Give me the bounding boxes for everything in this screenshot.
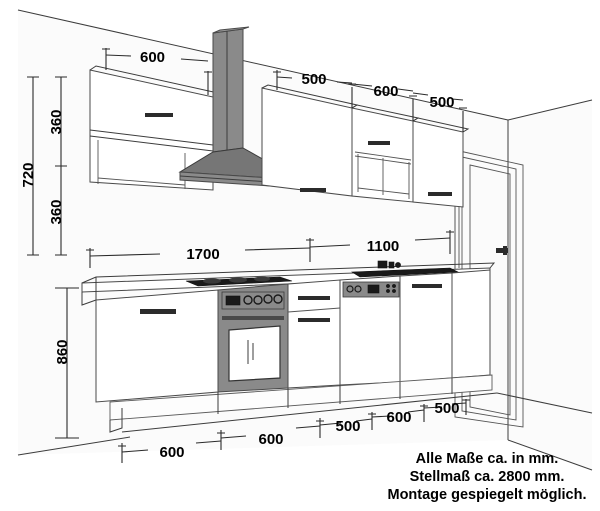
dim-label-720: 720 [20,162,37,187]
dishwasher-display-icon [367,284,380,294]
dimension-base-chain [118,399,470,463]
dim-label-base-600-b: 600 [258,431,283,448]
dimension-wall-top-left [102,48,212,95]
oven-knob-icon [243,295,253,305]
dim-label-600-top-left: 600 [140,49,165,66]
dim-label-860: 860 [54,339,71,364]
dishwasher-knob-icon [346,285,354,293]
dimension-wall-top-right [273,70,467,132]
drawer-handle-icon [298,318,330,322]
oven-knob-icon [263,294,273,304]
drawer-handle-icon [298,296,330,300]
wall-cabinet-500-a [261,84,359,197]
dim-label-base-600-a: 600 [159,444,184,461]
base-cabinet-600-b [399,272,453,383]
range-hood [178,26,301,189]
cabinet-handle-icon [140,309,176,314]
plinth [109,374,593,433]
dim-label-base-600-c: 600 [386,409,411,426]
dimension-vertical-720 [27,76,67,256]
dim-label-500-top-b: 500 [429,94,454,111]
sink-with-faucet [351,260,460,278]
note-line-3: Montage gespiegelt möglich. [388,487,587,503]
base-cabinet-600-a [95,289,219,403]
door-handle-icon [496,248,508,253]
oven-knob-icon [273,294,283,304]
dim-label-600-top: 600 [373,83,398,100]
dim-label-1700: 1700 [186,246,219,263]
cabinet-handle-icon [145,113,173,117]
dim-label-1100: 1100 [367,238,400,255]
dim-label-base-500-a: 500 [335,418,360,435]
cabinet-handle-icon [428,192,452,196]
base-cabinet-500-end [451,269,491,379]
oven-knob-icon [253,295,263,305]
dimension-vertical-860 [55,287,79,439]
cabinet-handle-icon [412,284,442,288]
dishwasher [339,275,401,386]
note-line-2: Stellmaß ca. 2800 mm. [410,469,565,485]
wall-cabinet-600 [89,65,220,191]
cooktop [185,276,293,287]
oven-display-icon [225,295,241,306]
dimension-worktop-run [86,230,454,268]
dim-label-base-500-b: 500 [434,400,459,417]
dim-label-360-upper: 360 [48,109,65,134]
base-cabinet-500-drawers [287,279,341,389]
cabinet-handle-icon [300,188,326,192]
oven-handle-icon [222,316,284,320]
faucet-icon [377,260,388,269]
open-shelf-unit [351,104,420,203]
dishwasher-knob-icon [354,285,362,293]
built-in-oven [217,283,289,393]
dim-label-360-lower: 360 [48,199,65,224]
note-line-1: Alle Maße ca. in mm. [416,451,559,467]
wall-cabinet-500-b [412,117,470,268]
dim-label-500-top-a: 500 [301,71,326,88]
cabinet-handle-icon [368,141,390,145]
